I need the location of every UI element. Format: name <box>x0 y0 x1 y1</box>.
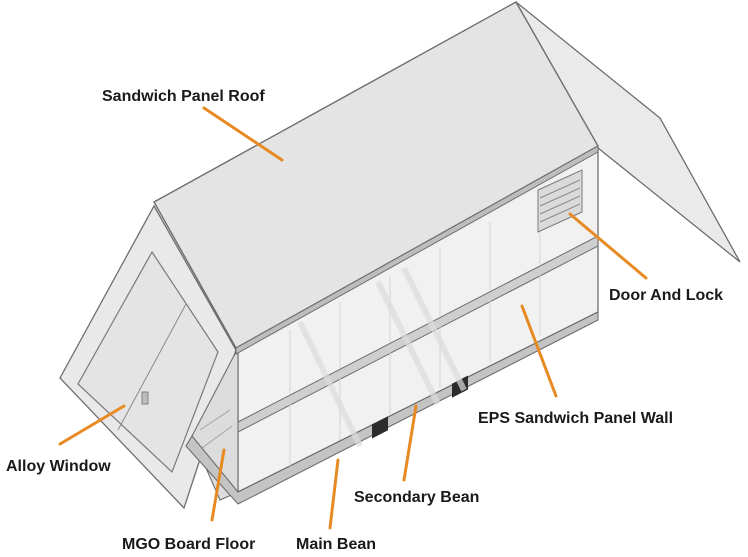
leader-eps-wall <box>520 304 558 398</box>
leader-window <box>58 404 126 446</box>
label-window: Alloy Window <box>6 458 111 475</box>
roof-edge <box>235 145 599 355</box>
door-lock <box>141 391 149 405</box>
leader-floor <box>210 448 226 522</box>
label-secondary-bean: Secondary Bean <box>354 489 479 506</box>
label-main-bean: Main Bean <box>296 536 376 553</box>
leader-roof <box>202 106 284 162</box>
leader-secondary-bean <box>402 404 418 482</box>
door-split <box>117 303 187 431</box>
end-wall-rib-1 <box>199 409 231 431</box>
leader-door-lock <box>568 212 648 280</box>
label-eps-wall: EPS Sandwich Panel Wall <box>478 410 673 427</box>
label-door-lock: Door And Lock <box>609 287 723 304</box>
leader-lines <box>58 106 648 530</box>
interior-shading <box>297 266 467 448</box>
end-wall-rib-2 <box>201 425 233 449</box>
door-panel <box>77 250 219 474</box>
label-floor: MGO Board Floor <box>122 536 255 553</box>
label-roof: Sandwich Panel Roof <box>102 88 265 105</box>
leader-main-bean <box>328 458 340 530</box>
forklift-pocket-1 <box>372 416 388 439</box>
floor-frame <box>185 311 599 505</box>
